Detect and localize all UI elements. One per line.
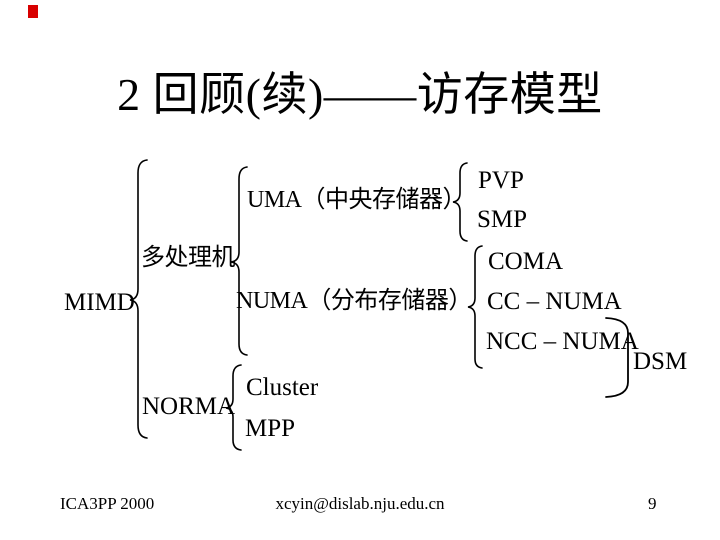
node-cluster: Cluster — [246, 374, 319, 401]
node-numa: NUMA（分布存储器） — [236, 288, 472, 314]
node-uma: UMA（中央存储器） — [247, 187, 467, 213]
node-pvp: PVP — [478, 167, 524, 194]
footer-conference: ICA3PP 2000 — [60, 494, 155, 513]
dsm-annotation: DSM — [633, 348, 688, 375]
red-square-decoration — [28, 5, 38, 18]
node-coma: COMA — [488, 248, 564, 275]
footer-email: xcyin@dislab.nju.edu.cn — [275, 494, 445, 513]
node-smp: SMP — [477, 206, 528, 233]
node-ncc-numa: NCC – NUMA — [486, 328, 639, 355]
footer-page-number: 9 — [648, 494, 657, 513]
page-title: 2 回顾(续)——访存模型 — [117, 69, 603, 120]
node-mimd: MIMD — [64, 289, 135, 316]
node-multiprocessor: 多处理机 — [141, 245, 236, 271]
node-mpp: MPP — [245, 415, 296, 442]
node-cc-numa: CC – NUMA — [487, 288, 622, 315]
node-norma: NORMA — [142, 393, 236, 420]
